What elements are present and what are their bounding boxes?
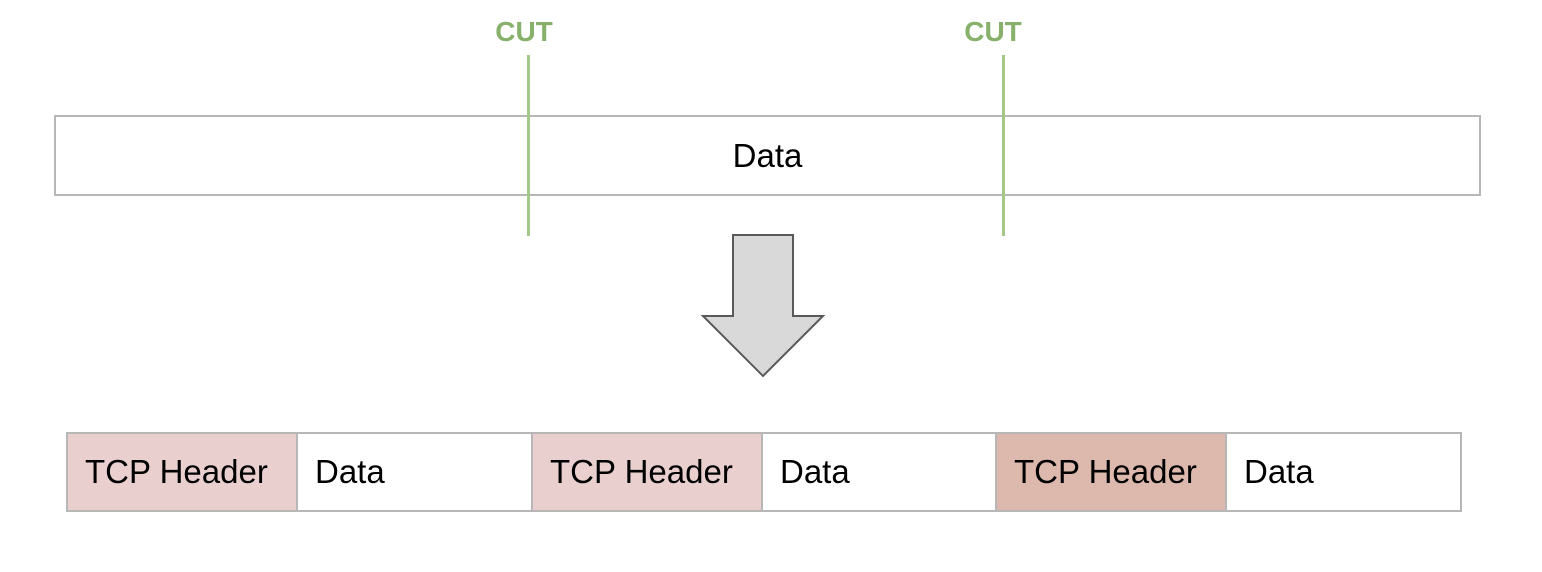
segment-data-label: Data bbox=[780, 453, 850, 490]
source-data-bar: Data bbox=[54, 115, 1481, 196]
tcp-segment-3: TCP Header Data bbox=[995, 432, 1462, 512]
tcp-header-3: TCP Header bbox=[997, 434, 1227, 510]
cut-line-right-overlay bbox=[1002, 55, 1005, 236]
tcp-header-label: TCP Header bbox=[550, 453, 733, 490]
segment-data-1: Data bbox=[298, 434, 531, 510]
down-arrow-icon bbox=[700, 234, 826, 378]
segment-data-3: Data bbox=[1227, 434, 1460, 510]
tcp-header-label: TCP Header bbox=[1014, 453, 1197, 490]
tcp-header-1: TCP Header bbox=[68, 434, 298, 510]
tcp-header-2: TCP Header bbox=[533, 434, 763, 510]
tcp-header-label: TCP Header bbox=[85, 453, 268, 490]
cut-label-left: CUT bbox=[495, 16, 553, 47]
segment-data-label: Data bbox=[1244, 453, 1314, 490]
tcp-segment-2: TCP Header Data bbox=[531, 432, 998, 512]
cut-line-left-overlay bbox=[527, 55, 530, 236]
cut-label-right: CUT bbox=[964, 16, 1022, 47]
segment-data-label: Data bbox=[315, 453, 385, 490]
tcp-segment-1: TCP Header Data bbox=[66, 432, 533, 512]
source-data-label: Data bbox=[732, 136, 803, 174]
segment-data-2: Data bbox=[763, 434, 996, 510]
